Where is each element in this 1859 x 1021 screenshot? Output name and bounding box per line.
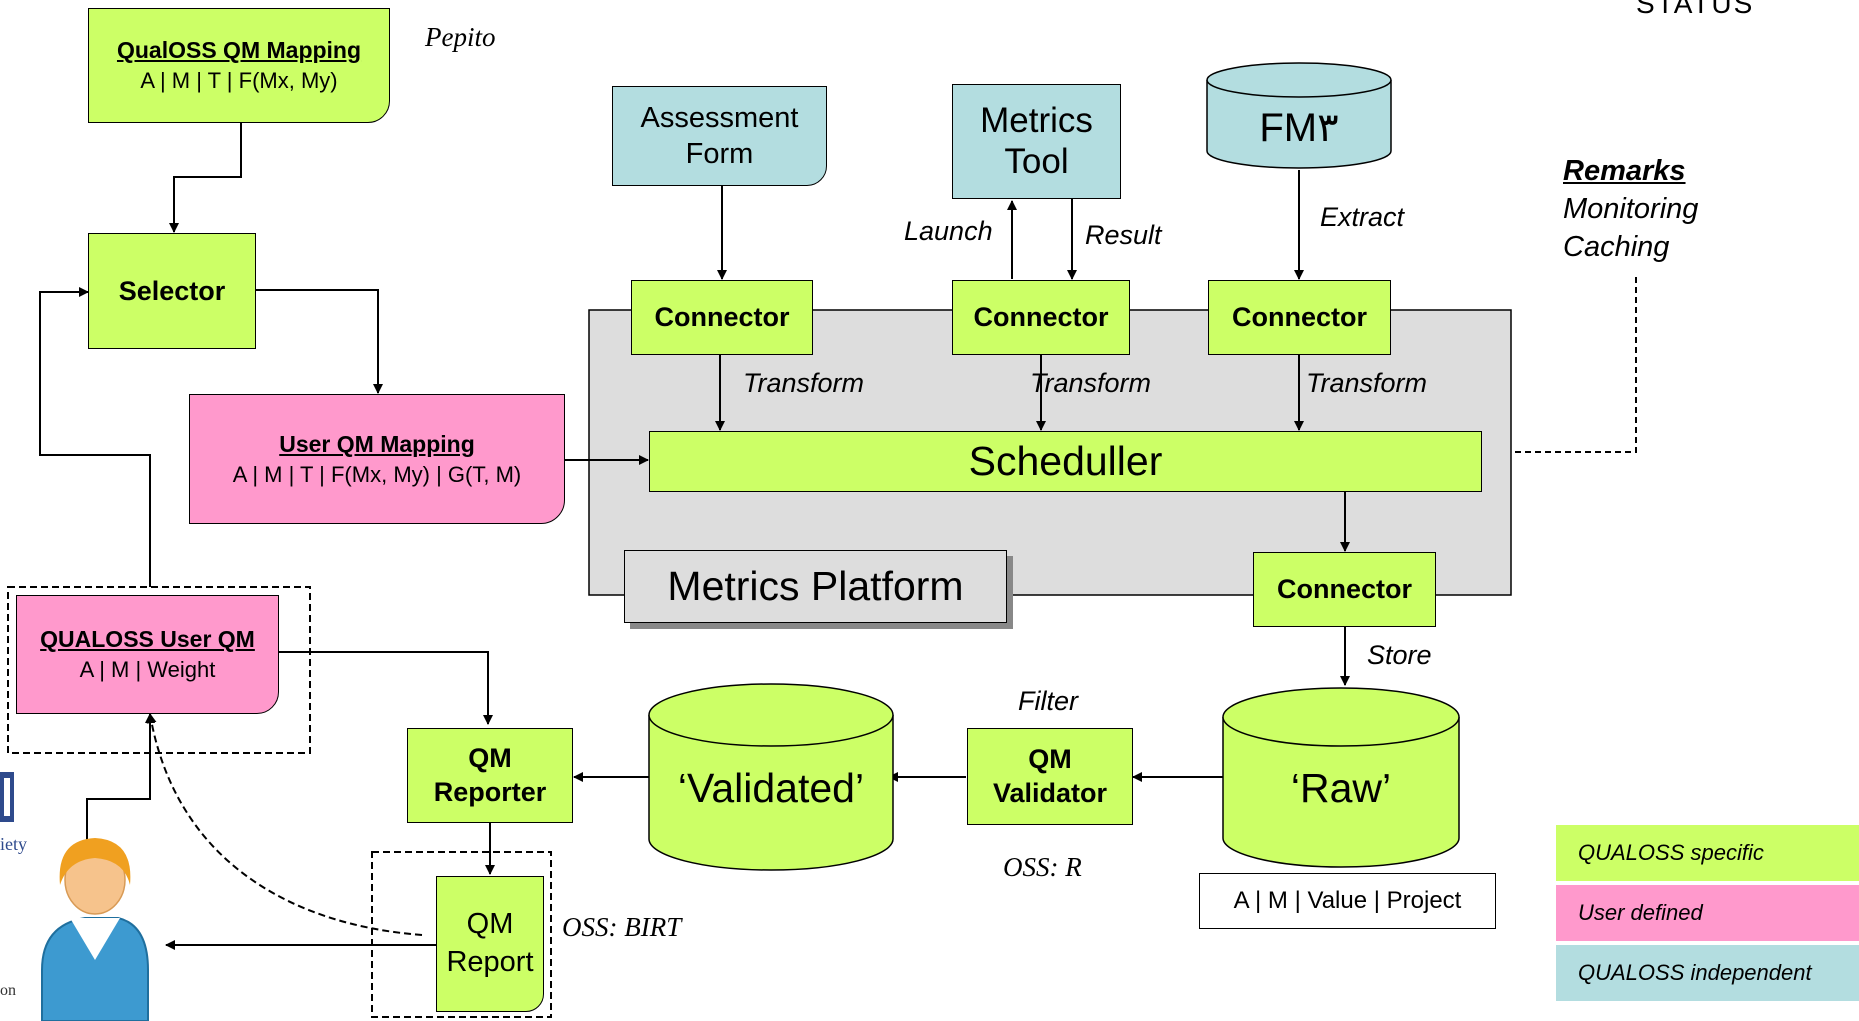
- assessment-form-line2: Form: [685, 138, 754, 170]
- arrow-user-qm-to-selector: [39, 287, 151, 587]
- result-label: Result: [1085, 220, 1162, 250]
- legend-qualoss-specific: QUALOSS specific: [1556, 825, 1859, 881]
- metrics-platform-label: Metrics Platform: [624, 550, 1007, 623]
- raw-label: ‘Raw’: [1290, 764, 1392, 811]
- dashed-report-feedback: [146, 713, 423, 936]
- qm-validator-line1: QM: [1028, 743, 1072, 774]
- header-status-fragment: STATUS: [1636, 0, 1755, 19]
- filter-label: Filter: [1018, 686, 1078, 716]
- arrow-user-qm-to-reporter: [279, 651, 493, 725]
- legend-qualoss-independent: QUALOSS independent: [1556, 945, 1859, 1001]
- connector-store: Connector: [1253, 552, 1436, 627]
- assessment-form-box: Assessment Form: [612, 86, 827, 186]
- qm-report-box: QM Report: [436, 876, 544, 1012]
- arrow-selector-to-user-mapping: [256, 289, 383, 394]
- user-qm-mapping-box: User QM Mapping A | M | T | F(Mx, My) | …: [189, 394, 565, 524]
- remarks-title: Remarks: [1563, 155, 1686, 187]
- validated-cylinder: [648, 683, 894, 871]
- metrics-tool-box: Metrics Tool: [952, 84, 1121, 199]
- qm-validator-line2: Validator: [992, 777, 1108, 808]
- qm-report-line1: QM: [466, 908, 514, 941]
- qm-report-line2: Report: [446, 946, 534, 978]
- arrow-mapping-to-selector: [169, 123, 242, 233]
- logo-text-fragment-1: iety: [0, 834, 27, 854]
- remarks-link: [1515, 275, 1637, 453]
- qualoss-user-qm-box: QUALOSS User QM A | M | Weight: [16, 595, 279, 714]
- report-dashed-frame: [371, 851, 552, 1018]
- qualoss-user-qm-line: A | M | Weight: [79, 657, 216, 682]
- connector-metrics-tool: Connector: [952, 280, 1130, 355]
- pepito-label: Pepito: [425, 22, 496, 52]
- extract-label: Extract: [1320, 202, 1405, 232]
- scheduller-box: Scheduller: [649, 431, 1482, 492]
- user-avatar-icon: [41, 838, 149, 1021]
- oss-birt-label: OSS: BIRT: [562, 912, 682, 942]
- launch-label: Launch: [904, 216, 993, 246]
- remarks-line2: Caching: [1563, 231, 1670, 263]
- connector-assessment: Connector: [631, 280, 813, 355]
- raw-cylinder: [1222, 687, 1460, 868]
- validated-label: ‘Validated’: [677, 764, 865, 811]
- transform-label-3: Transform: [1306, 368, 1428, 398]
- oss-r-label: OSS: R: [1003, 852, 1082, 882]
- qm-reporter-box: QM Reporter: [407, 728, 573, 823]
- connector-fm3: Connector: [1208, 280, 1391, 355]
- user-qm-mapping-line: A | M | T | F(Mx, My) | G(T, M): [232, 461, 522, 487]
- qm-reporter-line1: QM: [468, 742, 512, 773]
- user-qm-mapping-title: User QM Mapping: [279, 430, 475, 457]
- society-logo-fragment: [0, 772, 14, 822]
- qualoss-qm-mapping-title: QualOSS QM Mapping: [116, 37, 362, 63]
- qualoss-qm-mapping-line: A | M | T | F(Mx, My): [140, 68, 338, 93]
- metrics-tool-line1: Metrics: [980, 101, 1093, 141]
- qualoss-qm-mapping-box: QualOSS QM Mapping A | M | T | F(Mx, My): [88, 8, 390, 123]
- qm-reporter-line2: Reporter: [433, 776, 547, 807]
- qm-validator-box: QM Validator: [967, 728, 1133, 825]
- metrics-tool-line2: Tool: [1004, 141, 1069, 181]
- qualoss-user-qm-title: QUALOSS User QM: [40, 626, 255, 652]
- fm3-label: FM٣: [1259, 106, 1339, 150]
- transform-label-1: Transform: [743, 368, 865, 398]
- legend-user-defined: User defined: [1556, 885, 1859, 941]
- selector-box: Selector: [88, 233, 256, 349]
- store-label: Store: [1367, 640, 1432, 670]
- fm3-cylinder: [1206, 62, 1392, 169]
- logo-text-fragment-2: on: [0, 982, 16, 999]
- remarks-line1: Monitoring: [1563, 193, 1699, 225]
- assessment-form-line1: Assessment: [640, 101, 799, 134]
- transform-label-2: Transform: [1030, 368, 1152, 398]
- raw-fields-box: A | M | Value | Project: [1199, 873, 1496, 929]
- arrow-user-to-user-qm: [86, 713, 155, 862]
